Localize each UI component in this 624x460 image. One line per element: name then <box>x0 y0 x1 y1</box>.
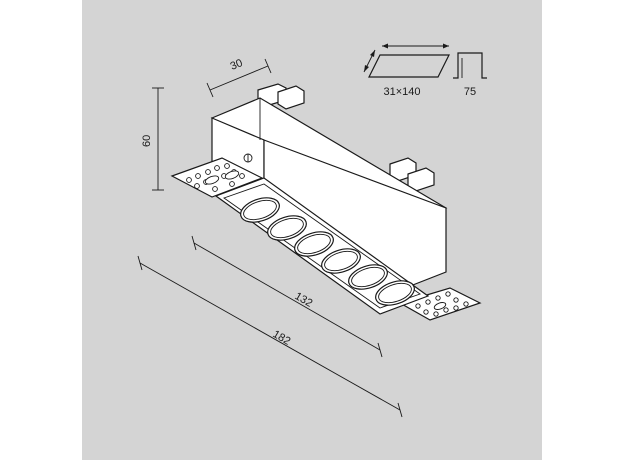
width-dimension: 30 <box>206 57 272 98</box>
cutout-size-label: 31×140 <box>383 86 420 98</box>
total-length-label: 182 <box>271 328 293 348</box>
lens-inner <box>297 233 331 255</box>
lens <box>294 231 334 257</box>
lens <box>375 280 415 306</box>
lens <box>321 248 361 274</box>
lens-inner <box>324 250 358 272</box>
lens-inner <box>351 266 385 288</box>
height-dimension: 60 <box>141 87 164 191</box>
cutout-shape <box>368 54 450 78</box>
lens <box>267 215 307 241</box>
lens-group <box>240 197 415 306</box>
depth-symbol: 75 <box>453 52 487 98</box>
cutout-symbol: 31×140 <box>363 43 450 98</box>
drawing-panel: 31×140 75 30 60 <box>82 0 542 460</box>
lens <box>348 264 388 290</box>
height-label: 60 <box>141 135 153 147</box>
technical-drawing: 31×140 75 30 60 <box>137 43 487 418</box>
luminaire <box>170 83 482 321</box>
lens-inner <box>378 282 412 304</box>
width-label: 30 <box>229 57 245 73</box>
depth-shape <box>453 52 487 79</box>
depth-label: 75 <box>464 86 476 98</box>
lens-inner <box>270 217 304 239</box>
lens-inner <box>243 199 277 221</box>
inner-length-label: 132 <box>293 290 315 310</box>
lens <box>240 197 280 223</box>
